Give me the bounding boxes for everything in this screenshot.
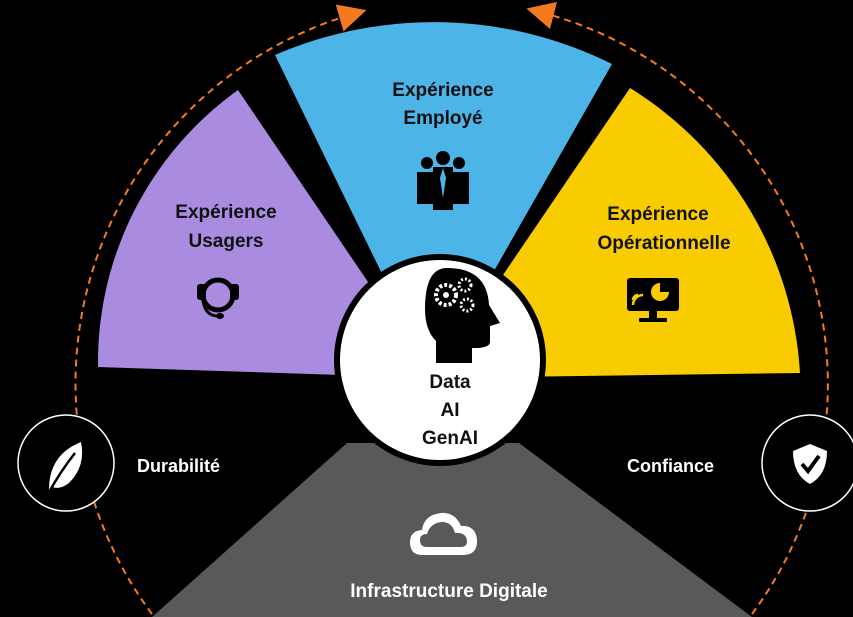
cloud-icon <box>410 512 478 555</box>
center-label-line1: Data <box>429 372 471 393</box>
center-label-line3: GenAI <box>422 428 478 449</box>
sector-employe-title-line1: Expérience <box>392 80 493 101</box>
headset-icon <box>197 277 239 319</box>
shield-check-icon <box>793 444 827 484</box>
badge-durabilite-label: Durabilité <box>137 456 220 476</box>
center-core[interactable]: Data AI GenAI <box>334 254 546 466</box>
base-infrastructure-label: Infrastructure Digitale <box>350 581 547 602</box>
brain-gears-icon <box>425 268 500 363</box>
badge-confiance[interactable]: Confiance <box>627 414 853 512</box>
base-infrastructure[interactable]: Infrastructure Digitale <box>152 443 752 617</box>
sector-operationnelle-title-line1: Expérience <box>607 204 708 225</box>
team-icon <box>417 151 469 210</box>
badge-confiance-label: Confiance <box>627 456 714 476</box>
outer-arc-left <box>74 4 367 615</box>
sector-employe[interactable]: Expérience Employé <box>275 22 612 378</box>
sector-employe-title-line2: Employé <box>403 108 482 129</box>
sector-usagers-title-line2: Usagers <box>189 231 264 252</box>
leaf-icon <box>46 442 83 495</box>
outer-arc-right <box>526 2 829 615</box>
monitor-analytics-icon <box>627 278 679 322</box>
sector-usagers-title-line1: Expérience <box>175 202 276 223</box>
badge-durabilite[interactable]: Durabilité <box>17 414 220 512</box>
sector-operationnelle-title-line2: Opérationnelle <box>597 233 730 254</box>
center-label-line2: AI <box>441 400 460 421</box>
